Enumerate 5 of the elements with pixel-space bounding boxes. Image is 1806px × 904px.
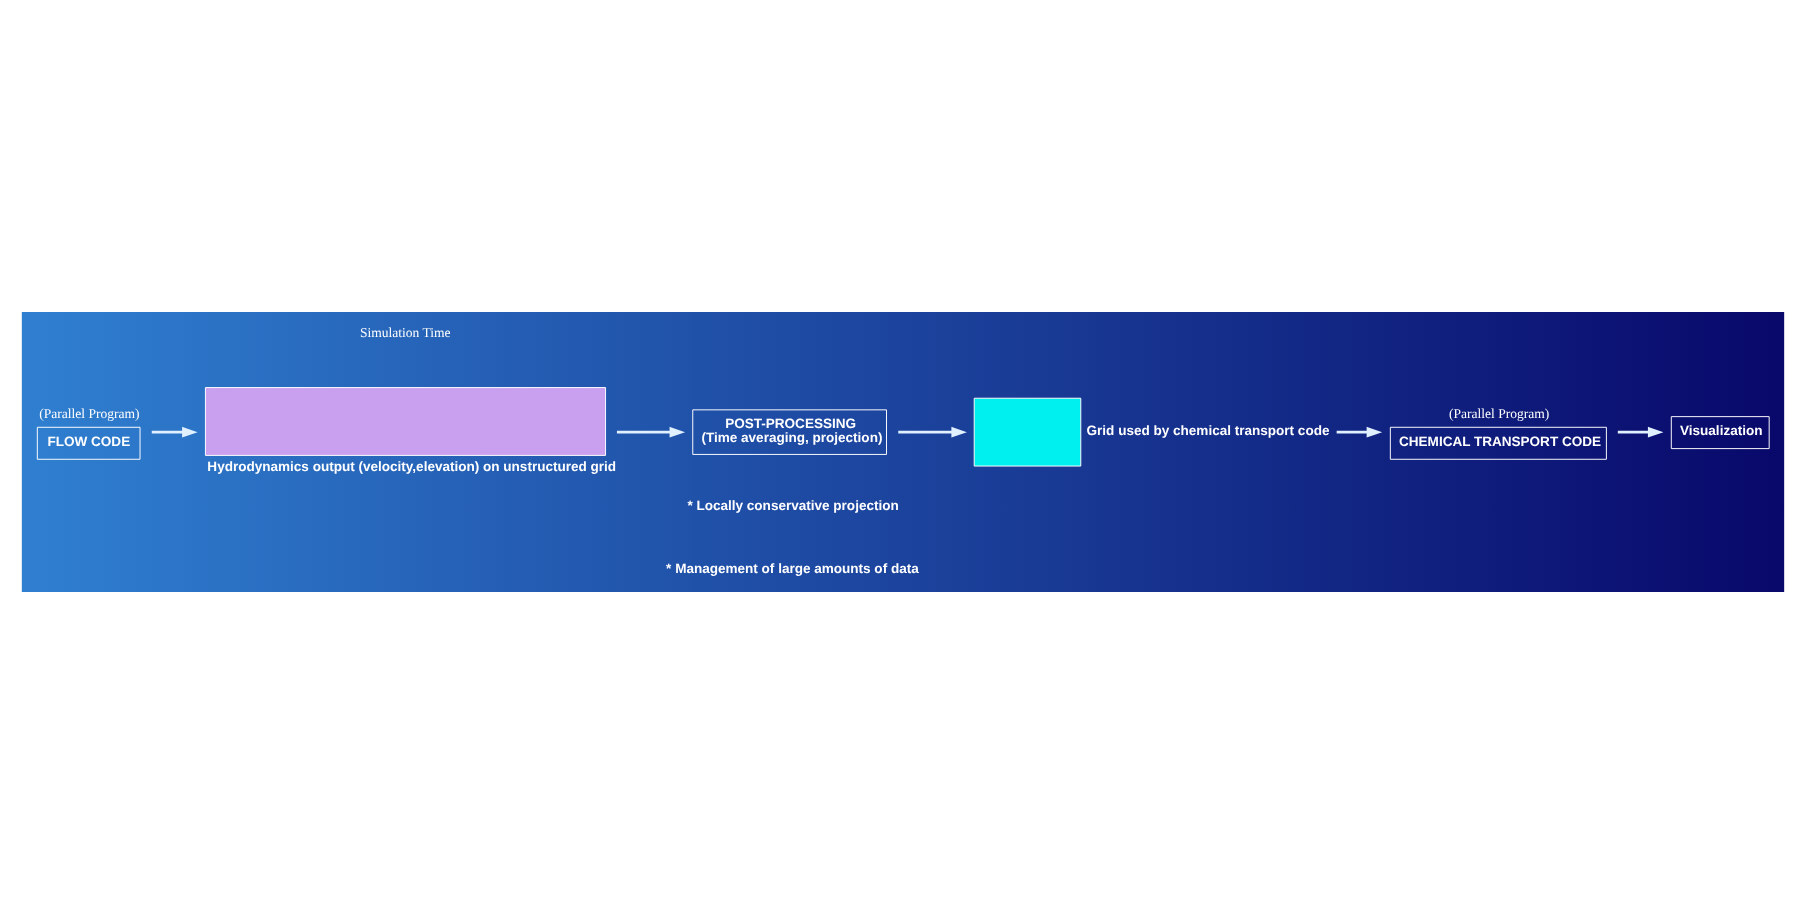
arrow	[151, 426, 198, 438]
arrow	[616, 426, 686, 438]
arrow	[1336, 426, 1383, 438]
arrow	[898, 426, 967, 438]
arrow	[1617, 426, 1664, 438]
